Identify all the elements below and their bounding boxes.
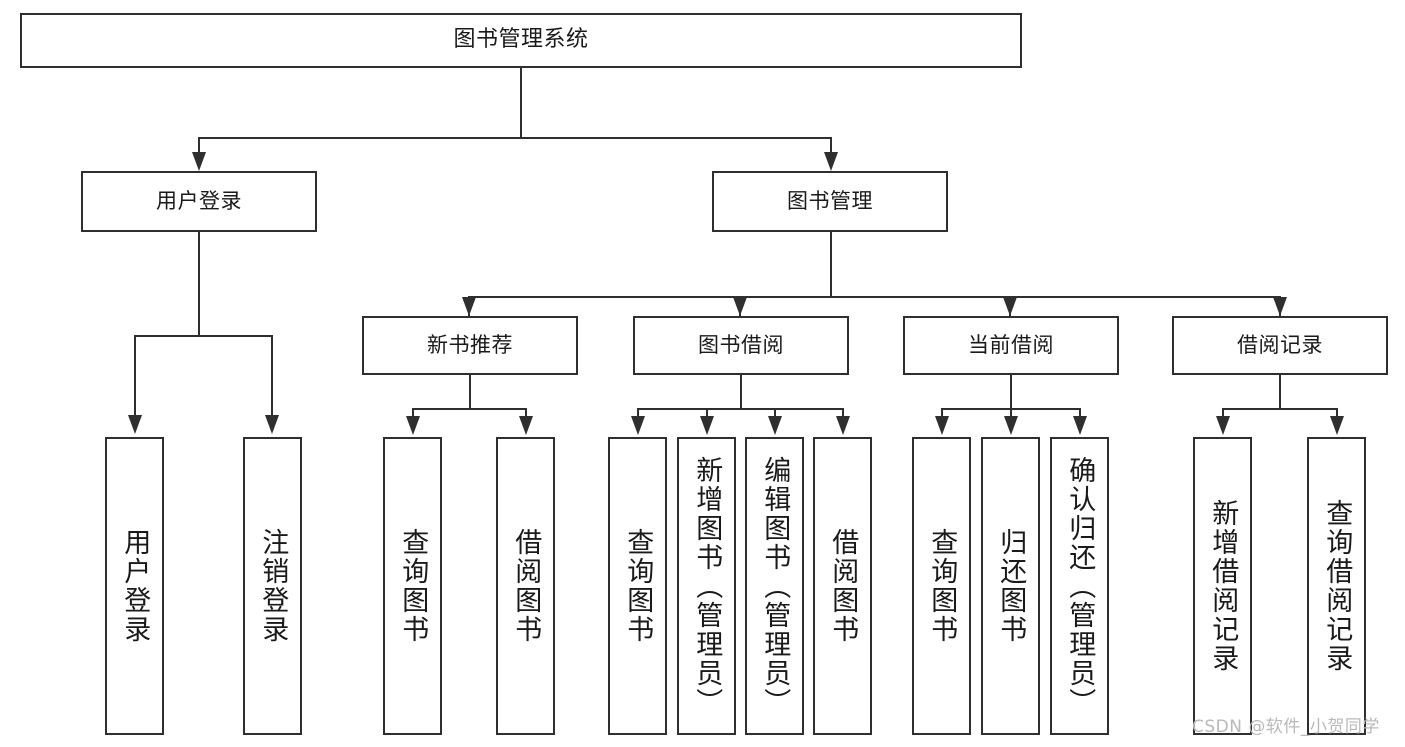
node-book-manage[interactable]: 图书管理 xyxy=(712,171,948,232)
node-leaf-confirm-return[interactable]: 确认归还（管理员） xyxy=(1050,437,1109,735)
connector-borrow-record-bus xyxy=(1222,408,1338,410)
node-root[interactable]: 图书管理系统 xyxy=(20,13,1022,68)
connector-book-borrow-drop-3 xyxy=(774,408,776,420)
node-leaf-add-record[interactable]: 新增借阅记录 xyxy=(1193,437,1252,735)
connector-new-book-rec-drop-2 xyxy=(525,408,527,420)
node-leaf-add-book-label: 新增图书（管理员） xyxy=(691,455,723,717)
node-leaf-borrow-book-2-label: 借阅图书 xyxy=(827,528,859,644)
connector-current-borrow-stem xyxy=(1010,375,1012,409)
node-leaf-query-book-3-label: 查询图书 xyxy=(926,528,958,644)
arrowhead-leaf-borrow-book-2 xyxy=(836,416,850,435)
arrowhead-leaf-add-book xyxy=(700,416,714,435)
connector-new-book-rec-drop-1 xyxy=(412,408,414,420)
arrowhead-leaf-return-book xyxy=(1004,416,1018,435)
node-leaf-add-record-label: 新增借阅记录 xyxy=(1207,499,1239,673)
node-leaf-query-book-1[interactable]: 查询图书 xyxy=(383,437,442,735)
connector-current-borrow-drop-1 xyxy=(941,408,943,420)
connector-level2-bus xyxy=(198,137,832,139)
connector-new-book-rec-stem xyxy=(469,375,471,409)
node-borrow-record[interactable]: 借阅记录 xyxy=(1172,316,1388,375)
connector-user-login-bus xyxy=(134,335,272,337)
node-new-book-rec[interactable]: 新书推荐 xyxy=(362,316,578,375)
node-new-book-rec-label: 新书推荐 xyxy=(427,332,513,357)
node-leaf-query-book-2[interactable]: 查询图书 xyxy=(608,437,667,735)
arrowhead-borrow-record xyxy=(1273,297,1287,316)
node-leaf-edit-book-label: 编辑图书（管理员） xyxy=(759,455,791,717)
node-leaf-logout[interactable]: 注销登录 xyxy=(243,437,302,735)
node-leaf-confirm-return-label: 确认归还（管理员） xyxy=(1064,455,1096,717)
connector-level3-bus xyxy=(468,296,1280,298)
node-leaf-add-book[interactable]: 新增图书（管理员） xyxy=(677,437,736,735)
arrowhead-leaf-logout xyxy=(265,415,279,434)
node-leaf-query-book-3[interactable]: 查询图书 xyxy=(912,437,971,735)
node-current-borrow[interactable]: 当前借阅 xyxy=(903,316,1119,375)
node-user-login-label: 用户登录 xyxy=(156,188,242,213)
node-leaf-query-book-1-label: 查询图书 xyxy=(397,528,429,644)
node-leaf-query-record[interactable]: 查询借阅记录 xyxy=(1307,437,1366,735)
connector-borrow-record-drop-1 xyxy=(1222,408,1224,420)
node-borrow-record-label: 借阅记录 xyxy=(1237,332,1323,357)
node-current-borrow-label: 当前借阅 xyxy=(968,332,1054,357)
connector-user-login-drop-2 xyxy=(271,335,273,419)
arrowhead-leaf-query-book-1 xyxy=(406,416,420,435)
connector-user-login-stem xyxy=(198,232,200,336)
arrowhead-user-login xyxy=(192,152,206,171)
connector-user-login-drop-1 xyxy=(134,335,136,419)
node-leaf-borrow-book-1[interactable]: 借阅图书 xyxy=(496,437,555,735)
connector-book-borrow-drop-4 xyxy=(842,408,844,420)
connector-book-borrow-drop-2 xyxy=(706,408,708,420)
arrowhead-leaf-add-record xyxy=(1216,416,1230,435)
node-book-manage-label: 图书管理 xyxy=(787,188,873,213)
connector-book-borrow-stem xyxy=(740,375,742,409)
connector-borrow-record-drop-2 xyxy=(1336,408,1338,420)
csdn-watermark: CSDN @软件_小贺同学 xyxy=(1192,717,1380,737)
node-user-login[interactable]: 用户登录 xyxy=(81,171,317,232)
connector-current-borrow-drop-3 xyxy=(1079,408,1081,420)
arrowhead-leaf-user-login xyxy=(128,415,142,434)
connector-level2-drop-book-manage xyxy=(830,137,832,157)
connector-new-book-rec-bus xyxy=(412,408,527,410)
node-leaf-query-book-2-label: 查询图书 xyxy=(622,528,654,644)
arrowhead-current-borrow xyxy=(1003,297,1017,316)
node-leaf-user-login[interactable]: 用户登录 xyxy=(105,437,164,735)
arrowhead-leaf-query-book-2 xyxy=(631,416,645,435)
connector-current-borrow-drop-2 xyxy=(1010,408,1012,420)
connector-book-borrow-bus xyxy=(637,408,843,410)
node-leaf-query-record-label: 查询借阅记录 xyxy=(1321,499,1353,673)
node-leaf-edit-book[interactable]: 编辑图书（管理员） xyxy=(745,437,804,735)
arrowhead-leaf-borrow-book-1 xyxy=(519,416,533,435)
arrowhead-leaf-query-record xyxy=(1330,416,1344,435)
node-book-borrow-label: 图书借阅 xyxy=(698,332,784,357)
node-leaf-return-book-label: 归还图书 xyxy=(995,528,1027,644)
arrowhead-new-book-rec xyxy=(462,297,476,316)
node-root-label: 图书管理系统 xyxy=(453,27,589,53)
node-leaf-borrow-book-2[interactable]: 借阅图书 xyxy=(813,437,872,735)
node-leaf-return-book[interactable]: 归还图书 xyxy=(981,437,1040,735)
node-leaf-logout-label: 注销登录 xyxy=(257,528,289,644)
arrowhead-book-borrow xyxy=(733,297,747,316)
connector-root-stem xyxy=(520,68,522,138)
arrowhead-leaf-confirm-return xyxy=(1073,416,1087,435)
connector-book-manage-stem xyxy=(830,232,832,297)
arrowhead-book-manage xyxy=(824,152,838,171)
arrowhead-leaf-edit-book xyxy=(768,416,782,435)
connector-level2-drop-user-login xyxy=(198,137,200,157)
connector-borrow-record-stem xyxy=(1279,375,1281,409)
node-leaf-user-login-label: 用户登录 xyxy=(119,528,151,644)
connector-book-borrow-drop-1 xyxy=(637,408,639,420)
node-book-borrow[interactable]: 图书借阅 xyxy=(633,316,849,375)
arrowhead-leaf-query-book-3 xyxy=(935,416,949,435)
node-leaf-borrow-book-1-label: 借阅图书 xyxy=(510,528,542,644)
